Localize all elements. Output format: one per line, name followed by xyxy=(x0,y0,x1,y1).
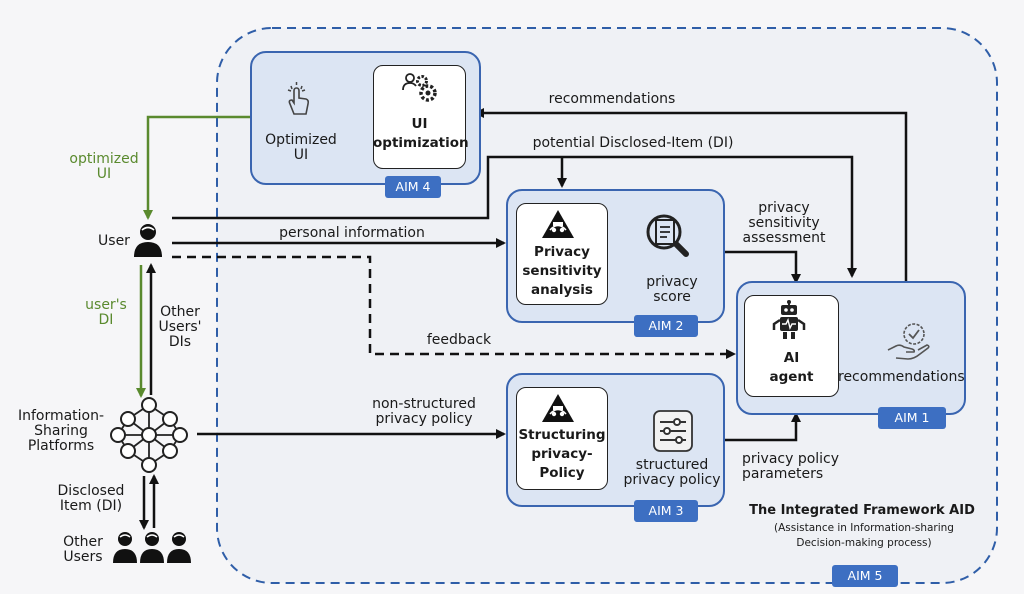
robot-icon xyxy=(772,300,806,339)
flow-recommendations-label: recommendations xyxy=(548,91,676,107)
recommendations-output-label: recommendations xyxy=(838,369,965,385)
anonymous-incognito-icon xyxy=(542,394,574,422)
arrow-recommendations-back xyxy=(474,108,908,282)
arrow-policy-parameters xyxy=(724,412,801,442)
flow-policy-parameters-label: privacy policy parameters xyxy=(742,451,840,482)
user-icon xyxy=(134,224,162,257)
framework-subtitle: (Assistance in Information-sharing Decis… xyxy=(774,522,954,549)
flow-optimized-ui-label: optimized UI xyxy=(69,151,139,182)
magnifier-document-icon xyxy=(646,214,689,257)
hand-checkmark-icon xyxy=(887,323,930,360)
other-users-label: Other Users xyxy=(63,534,103,565)
anonymous-incognito-icon xyxy=(542,210,574,238)
network-icon xyxy=(110,397,188,473)
flow-potential-di-label: potential Disclosed-Item (DI) xyxy=(532,135,734,151)
ai-agent-label: AI agent xyxy=(769,350,814,385)
optimized-ui-label: Optimized UI xyxy=(265,132,337,163)
arrow-optimized-ui-to-user xyxy=(143,115,250,220)
aim1-badge: AIM 1 xyxy=(878,407,946,429)
ui-optimization-label: UI optimization xyxy=(373,116,469,151)
tap-hand-icon xyxy=(287,82,310,115)
arrow-feedback xyxy=(172,255,736,359)
privacy-score-label: privacy score xyxy=(646,274,698,305)
privacy-sensitivity-label: Privacy sensitivity analysis xyxy=(522,244,602,298)
flow-feedback-label: feedback xyxy=(426,332,492,348)
platforms-label: Information- Sharing Platforms xyxy=(17,408,105,454)
sliders-icon xyxy=(653,410,693,452)
arrow-potential-di xyxy=(172,155,857,278)
arrow-sensitivity-assessment xyxy=(722,250,801,284)
aim4-badge: AIM 4 xyxy=(385,176,441,198)
flow-disclosed-item-label: Disclosed Item (DI) xyxy=(57,483,125,514)
gear-person-icon xyxy=(402,73,437,102)
group-users-icon xyxy=(113,532,191,563)
structuring-policy-label: Structuring privacy- Policy xyxy=(518,427,606,481)
aim3-badge: AIM 3 xyxy=(634,500,698,522)
flow-personal-information-label: personal information xyxy=(279,225,425,241)
flow-other-users-dis-label: Other Users' DIs xyxy=(158,304,202,350)
framework-title: The Integrated Framework AID xyxy=(749,503,975,518)
flow-users-di-label: user's DI xyxy=(85,297,127,328)
aim2-badge: AIM 2 xyxy=(634,315,698,337)
flow-non-structured-label: non-structured privacy policy xyxy=(372,396,476,427)
structured-policy-label: structured privacy policy xyxy=(623,457,721,488)
ui-optimization-card xyxy=(373,65,466,169)
flow-sensitivity-assessment-label: privacy sensitivity assessment xyxy=(742,200,826,246)
privacy-sensitivity-card xyxy=(516,203,608,305)
user-label: User xyxy=(98,233,130,249)
aim5-badge: AIM 5 xyxy=(832,565,898,587)
